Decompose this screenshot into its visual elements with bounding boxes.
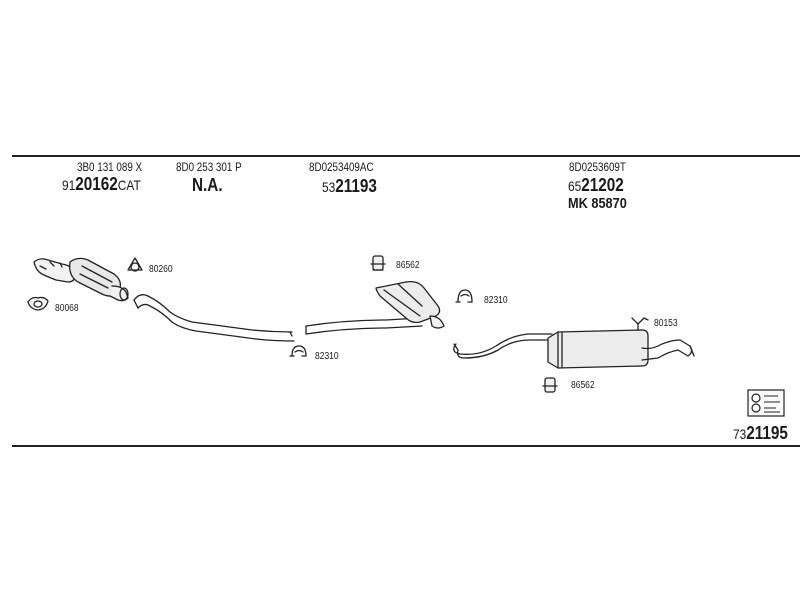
part-code-main: 20162 xyxy=(75,174,118,194)
clamp-82310-lower xyxy=(289,345,307,357)
hanger-86562-lower xyxy=(542,377,558,393)
part-code-prefix: 53 xyxy=(322,179,336,195)
part-code-catalyst: 9120162CAT xyxy=(62,174,141,195)
rear-silencer xyxy=(547,329,695,369)
top-divider xyxy=(12,155,800,157)
oem-number-catalyst: 3B0 131 089 X xyxy=(77,160,143,174)
set-code-prefix: 73 xyxy=(733,426,747,442)
part-code-prefix: 91 xyxy=(62,177,76,193)
callout-80068: 80068 xyxy=(55,303,79,314)
catalytic-converter xyxy=(33,257,129,302)
callout-82310-lower: 82310 xyxy=(315,351,339,362)
middle-silencer xyxy=(375,280,445,329)
front-pipe xyxy=(133,294,295,342)
oem-number-middle-silencer: 8D0253409AC xyxy=(309,160,374,174)
part-code-prefix: 65 xyxy=(568,178,582,194)
oem-number-front-pipe: 8D0 253 301 P xyxy=(176,160,242,174)
callout-86562-lower: 86562 xyxy=(571,380,595,391)
hanger-86562-upper xyxy=(370,255,386,271)
manufacturer-logo-icon xyxy=(747,389,785,417)
bottom-divider xyxy=(12,445,800,447)
clamp-82310-upper xyxy=(455,289,473,303)
part-code-front-pipe: N.A. xyxy=(192,175,223,195)
bracket-80153 xyxy=(631,317,649,331)
part-code-main: 21193 xyxy=(335,176,377,196)
callout-82310-upper: 82310 xyxy=(484,295,508,306)
part-code-middle-silencer: 5321193 xyxy=(322,176,377,197)
part-code-suffix: CAT xyxy=(117,177,141,193)
part-code-main: 21202 xyxy=(581,175,624,195)
mounting-kit-code: MK 85870 xyxy=(568,195,627,212)
callout-86562-upper: 86562 xyxy=(396,260,420,271)
callout-80153: 80153 xyxy=(654,318,678,329)
set-code-main: 21195 xyxy=(746,423,788,443)
callout-80260: 80260 xyxy=(149,264,173,275)
complete-set-code: 7321195 xyxy=(733,423,788,444)
rear-pipe xyxy=(453,333,553,359)
part-code-rear-silencer: 6521202 xyxy=(568,175,624,196)
ring-80260 xyxy=(127,257,143,272)
oem-number-rear-silencer: 8D0253609T xyxy=(569,160,626,174)
gasket-80068 xyxy=(27,296,49,311)
middle-pipe xyxy=(305,317,423,335)
